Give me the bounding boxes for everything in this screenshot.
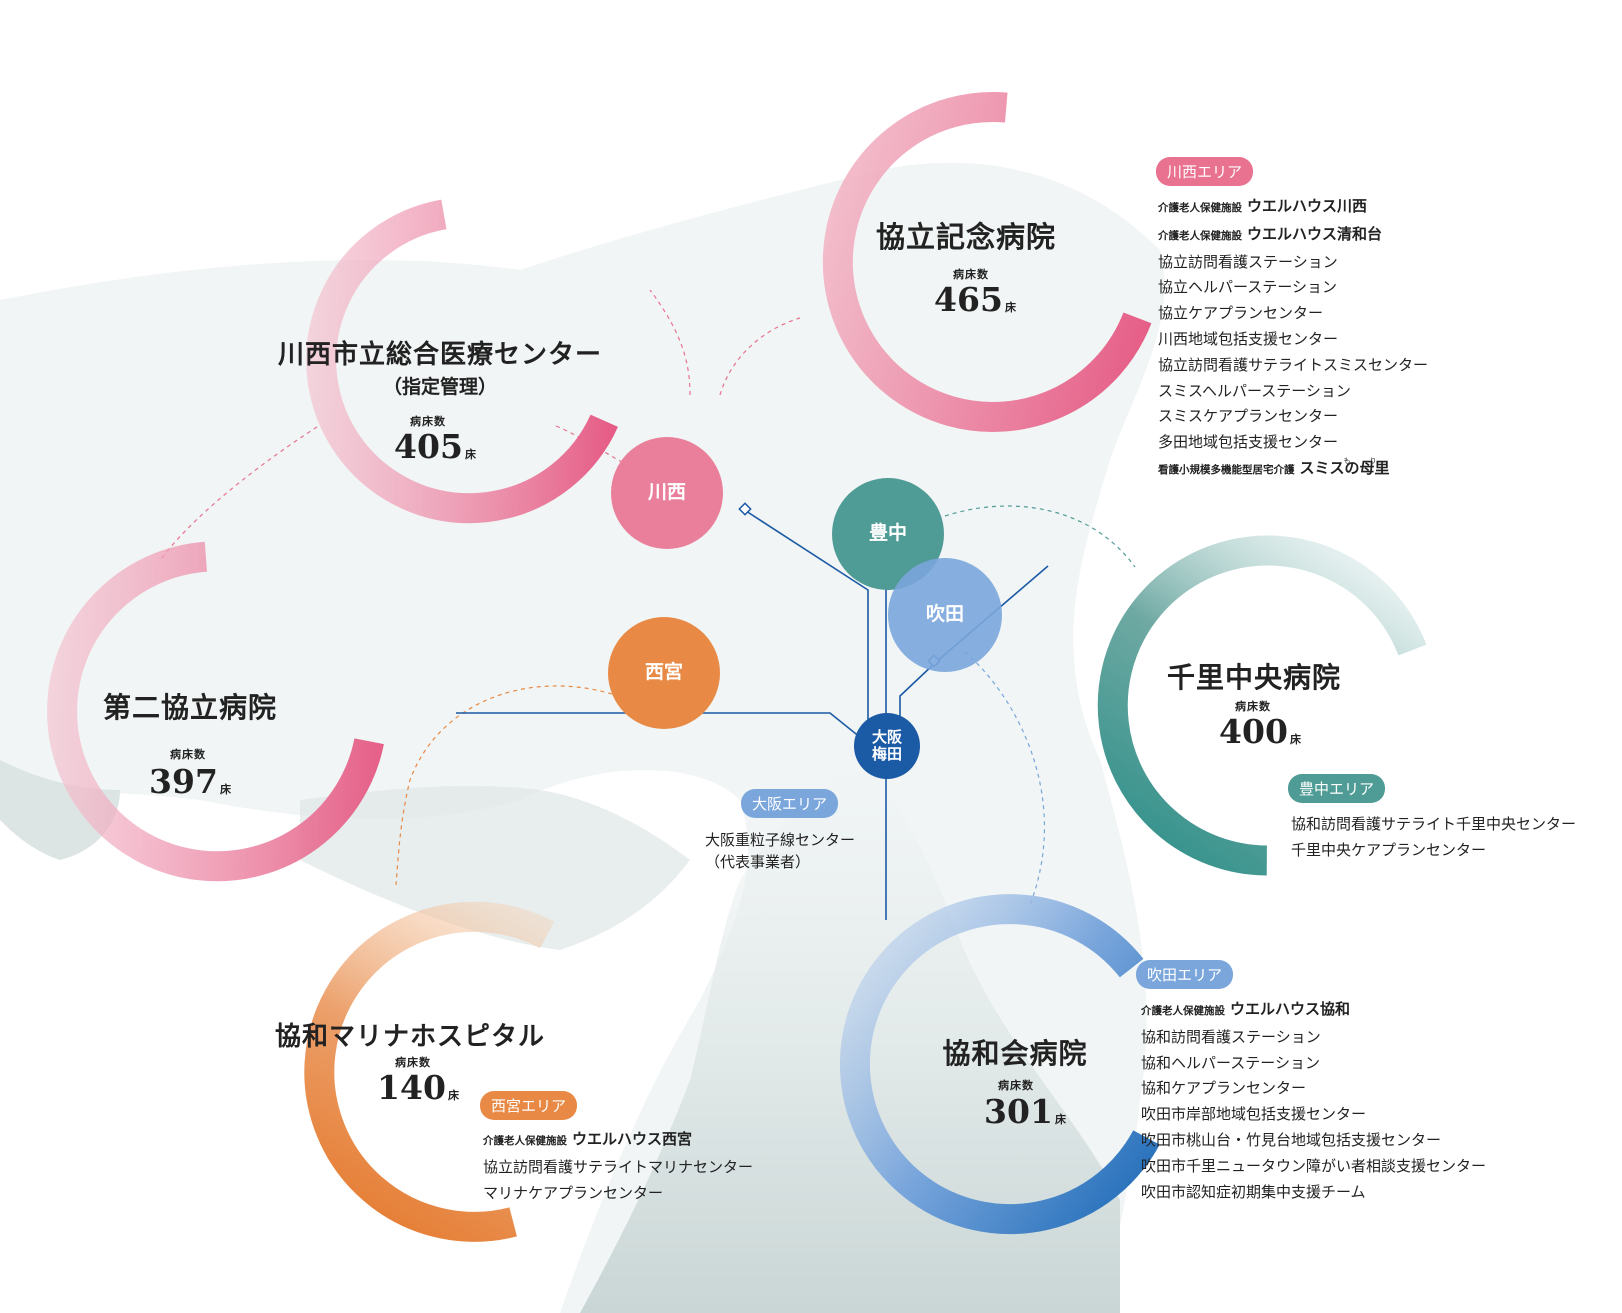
list-item: 協和ヘルパーステーション: [1141, 1053, 1320, 1072]
marker-kawanishi: [738, 502, 752, 516]
list-item: マリナケアプランセンター: [483, 1183, 664, 1202]
facility-list-kawanishi: 介護老人保健施設ウエルハウス川西 介護老人保健施設ウエルハウス清和台 協立訪問看…: [1158, 194, 1428, 484]
beds-label: 病床数: [953, 268, 989, 281]
list-item: 千里中央ケアプランセンター: [1291, 840, 1487, 859]
beds-label: 病床数: [1235, 700, 1271, 713]
beds-label: 病床数: [395, 1056, 431, 1069]
facility-list-nishinomiya: 介護老人保健施設ウエルハウス西宮 協立訪問看護サテライトマリナセンター マリナケ…: [483, 1127, 753, 1206]
dashed-connectors: [161, 289, 1136, 906]
node-nishinomiya[interactable]: 西宮: [608, 617, 720, 729]
list-item: 吹田市認知症初期集中支援チーム: [1141, 1182, 1366, 1201]
area-tag-suita: 吹田エリア: [1136, 960, 1234, 989]
beds-label: 病床数: [410, 415, 446, 428]
connector-kawanishi-kinen: [719, 317, 801, 396]
connector-suita-kyowakai: [964, 651, 1045, 906]
hospital-name-marina: 協和マリナホスピタル: [274, 1022, 546, 1052]
ring-kyoritsu-kinen: [822, 92, 1152, 432]
list-item: 吹田市千里ニュータウン障がい者相談支援センター: [1141, 1156, 1487, 1175]
list-item: 協和訪問看護ステーション: [1141, 1027, 1321, 1046]
rail-kawanishi: [745, 510, 869, 742]
list-item: 協立ケアプランセンター: [1158, 304, 1324, 323]
node-osaka-umeda[interactable]: 大阪 梅田: [854, 713, 920, 779]
connector-toyonaka-senri: [944, 505, 1136, 568]
connector-daini: [161, 424, 321, 559]
hospital-name-senri: 千里中央病院: [1166, 661, 1342, 694]
hospital-name-kyoritsu-kinen: 協立記念病院: [875, 220, 1057, 254]
connector-kawanishi-city: [649, 289, 691, 396]
list-item: 看護小規模多機能型居宅介護スミスの母里もり: [1158, 456, 1390, 477]
area-tag-nishinomiya: 西宮エリア: [480, 1091, 578, 1120]
list-item: （代表事業者）: [705, 853, 811, 871]
coast-strip-2: [300, 785, 690, 950]
list-item: 多田地域包括支援センター: [1158, 433, 1339, 452]
area-tag-osaka: 大阪エリア: [741, 789, 839, 818]
facility-list-osaka: 大阪重粒子線センター （代表事業者）: [705, 829, 855, 873]
list-item: 介護老人保健施設ウエルハウス清和台: [1158, 224, 1383, 243]
list-item: スミスヘルパーステーション: [1158, 381, 1351, 400]
ring-kawanishi-city: [306, 199, 618, 524]
hospital-rings: [47, 92, 1427, 1242]
list-item: 大阪重粒子線センター: [705, 831, 856, 849]
list-item: 吹田市桃山台・竹見台地域包括支援センター: [1141, 1130, 1442, 1149]
list-item: 介護老人保健施設ウエルハウス川西: [1158, 197, 1368, 215]
list-item: 協和ケアプランセンター: [1141, 1079, 1307, 1098]
node-kawanishi[interactable]: 川西: [611, 437, 723, 549]
connector-nishinomiya-marina: [395, 685, 613, 886]
node-suita[interactable]: 吹田: [888, 558, 1002, 672]
facility-list-suita: 介護老人保健施設ウエルハウス協和 協和訪問看護ステーション 協和ヘルパーステーシ…: [1141, 997, 1486, 1205]
area-tag-toyonaka: 豊中エリア: [1288, 774, 1386, 803]
designated-management: （指定管理）: [382, 376, 498, 398]
ring-kyowakai: [839, 894, 1160, 1235]
facility-list-toyonaka: 協和訪問看護サテライト千里中央センター 千里中央ケアプランセンター: [1291, 812, 1576, 864]
hospital-name-daini: 第二協立病院: [102, 691, 278, 724]
list-item: 吹田市岸部地域包括支援センター: [1141, 1105, 1367, 1124]
rail-nishinomiya: [456, 712, 867, 743]
list-item: 介護老人保健施設ウエルハウス協和: [1141, 1000, 1351, 1018]
ring-marina: [304, 901, 555, 1242]
list-item: 協立訪問看護サテライトスミスセンター: [1158, 355, 1429, 374]
hospital-name-kyowakai: 協和会病院: [942, 1037, 1088, 1070]
ring-senri: [1097, 535, 1427, 876]
list-item: 川西地域包括支援センター: [1158, 329, 1339, 348]
list-item: 協立ヘルパーステーション: [1158, 278, 1337, 297]
list-item: 協立訪問看護サテライトマリナセンター: [483, 1157, 754, 1176]
beds-label: 病床数: [170, 748, 206, 761]
list-item: スミスケアプランセンター: [1158, 407, 1339, 426]
list-item: 協立訪問看護ステーション: [1158, 252, 1338, 271]
hospital-name-kawanishi-city: 川西市立総合医療センター: [277, 340, 603, 370]
list-item: 介護老人保健施設ウエルハウス西宮: [483, 1130, 693, 1148]
list-item: 協和訪問看護サテライト千里中央センター: [1291, 815, 1577, 833]
area-tag-kawanishi: 川西エリア: [1156, 157, 1254, 186]
ring-daini: [47, 541, 384, 882]
coast-strip: [0, 760, 120, 860]
beds-label: 病床数: [998, 1079, 1034, 1092]
